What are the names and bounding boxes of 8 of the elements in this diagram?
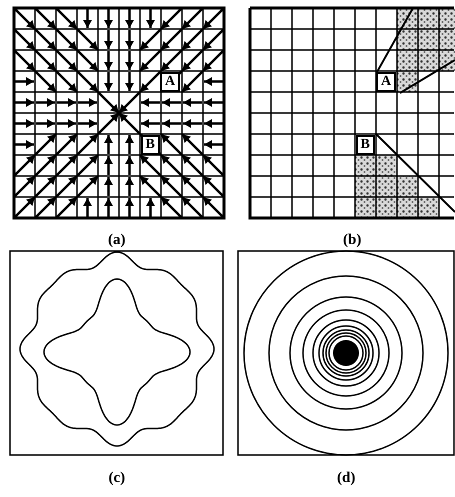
panel-label: B	[140, 135, 160, 155]
panel-label: A	[376, 72, 396, 92]
panel-caption: (b)	[343, 232, 362, 248]
panel-caption: (d)	[337, 470, 356, 486]
panel-label: A	[160, 72, 180, 92]
panel-caption: (c)	[108, 470, 126, 486]
panel-caption: (a)	[108, 232, 126, 248]
panel-label: B	[356, 135, 375, 155]
